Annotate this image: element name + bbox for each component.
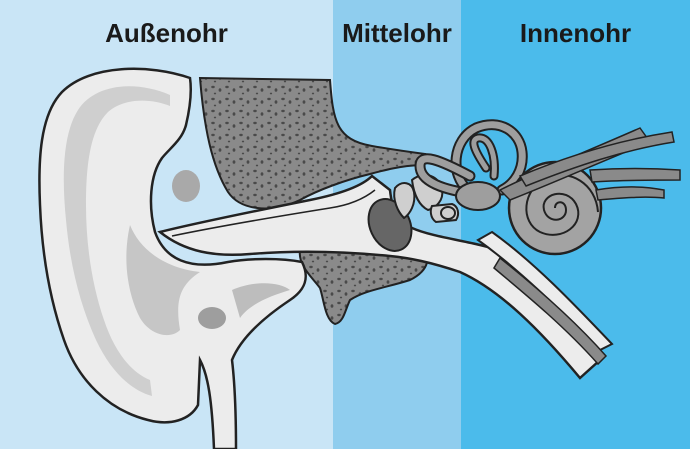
nerve-branch-middle [596, 187, 664, 200]
nerve-branch-lower [590, 169, 680, 183]
outer-ear-label: Außenohr [0, 18, 333, 49]
antihelix-shading [172, 170, 200, 202]
temporal-bone-upper [200, 78, 425, 208]
vestibule [456, 182, 500, 210]
middle-ear-label: Mittelohr [333, 18, 461, 49]
inner-ear-label: Innenohr [461, 18, 690, 49]
stapes [431, 204, 458, 222]
eustachian-tube-lower [494, 258, 606, 364]
concha-dark [198, 307, 226, 329]
